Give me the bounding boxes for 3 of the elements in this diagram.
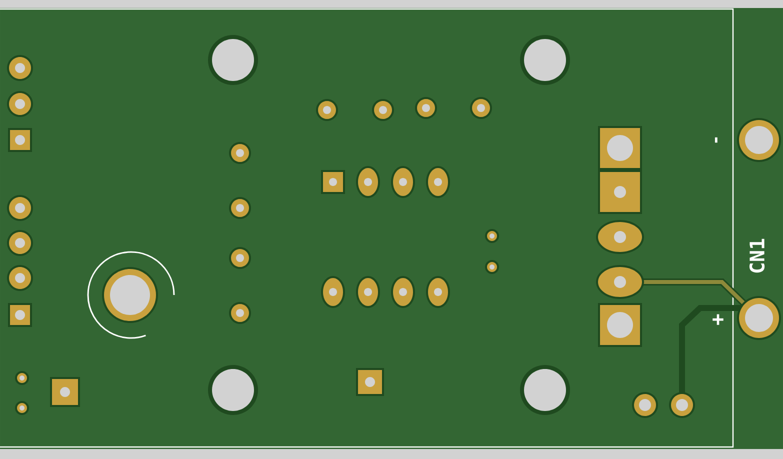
silkscreen-label: CN1 xyxy=(749,238,765,273)
silkscreen-label: + xyxy=(712,314,724,325)
silkscreen-label: - xyxy=(714,137,718,143)
